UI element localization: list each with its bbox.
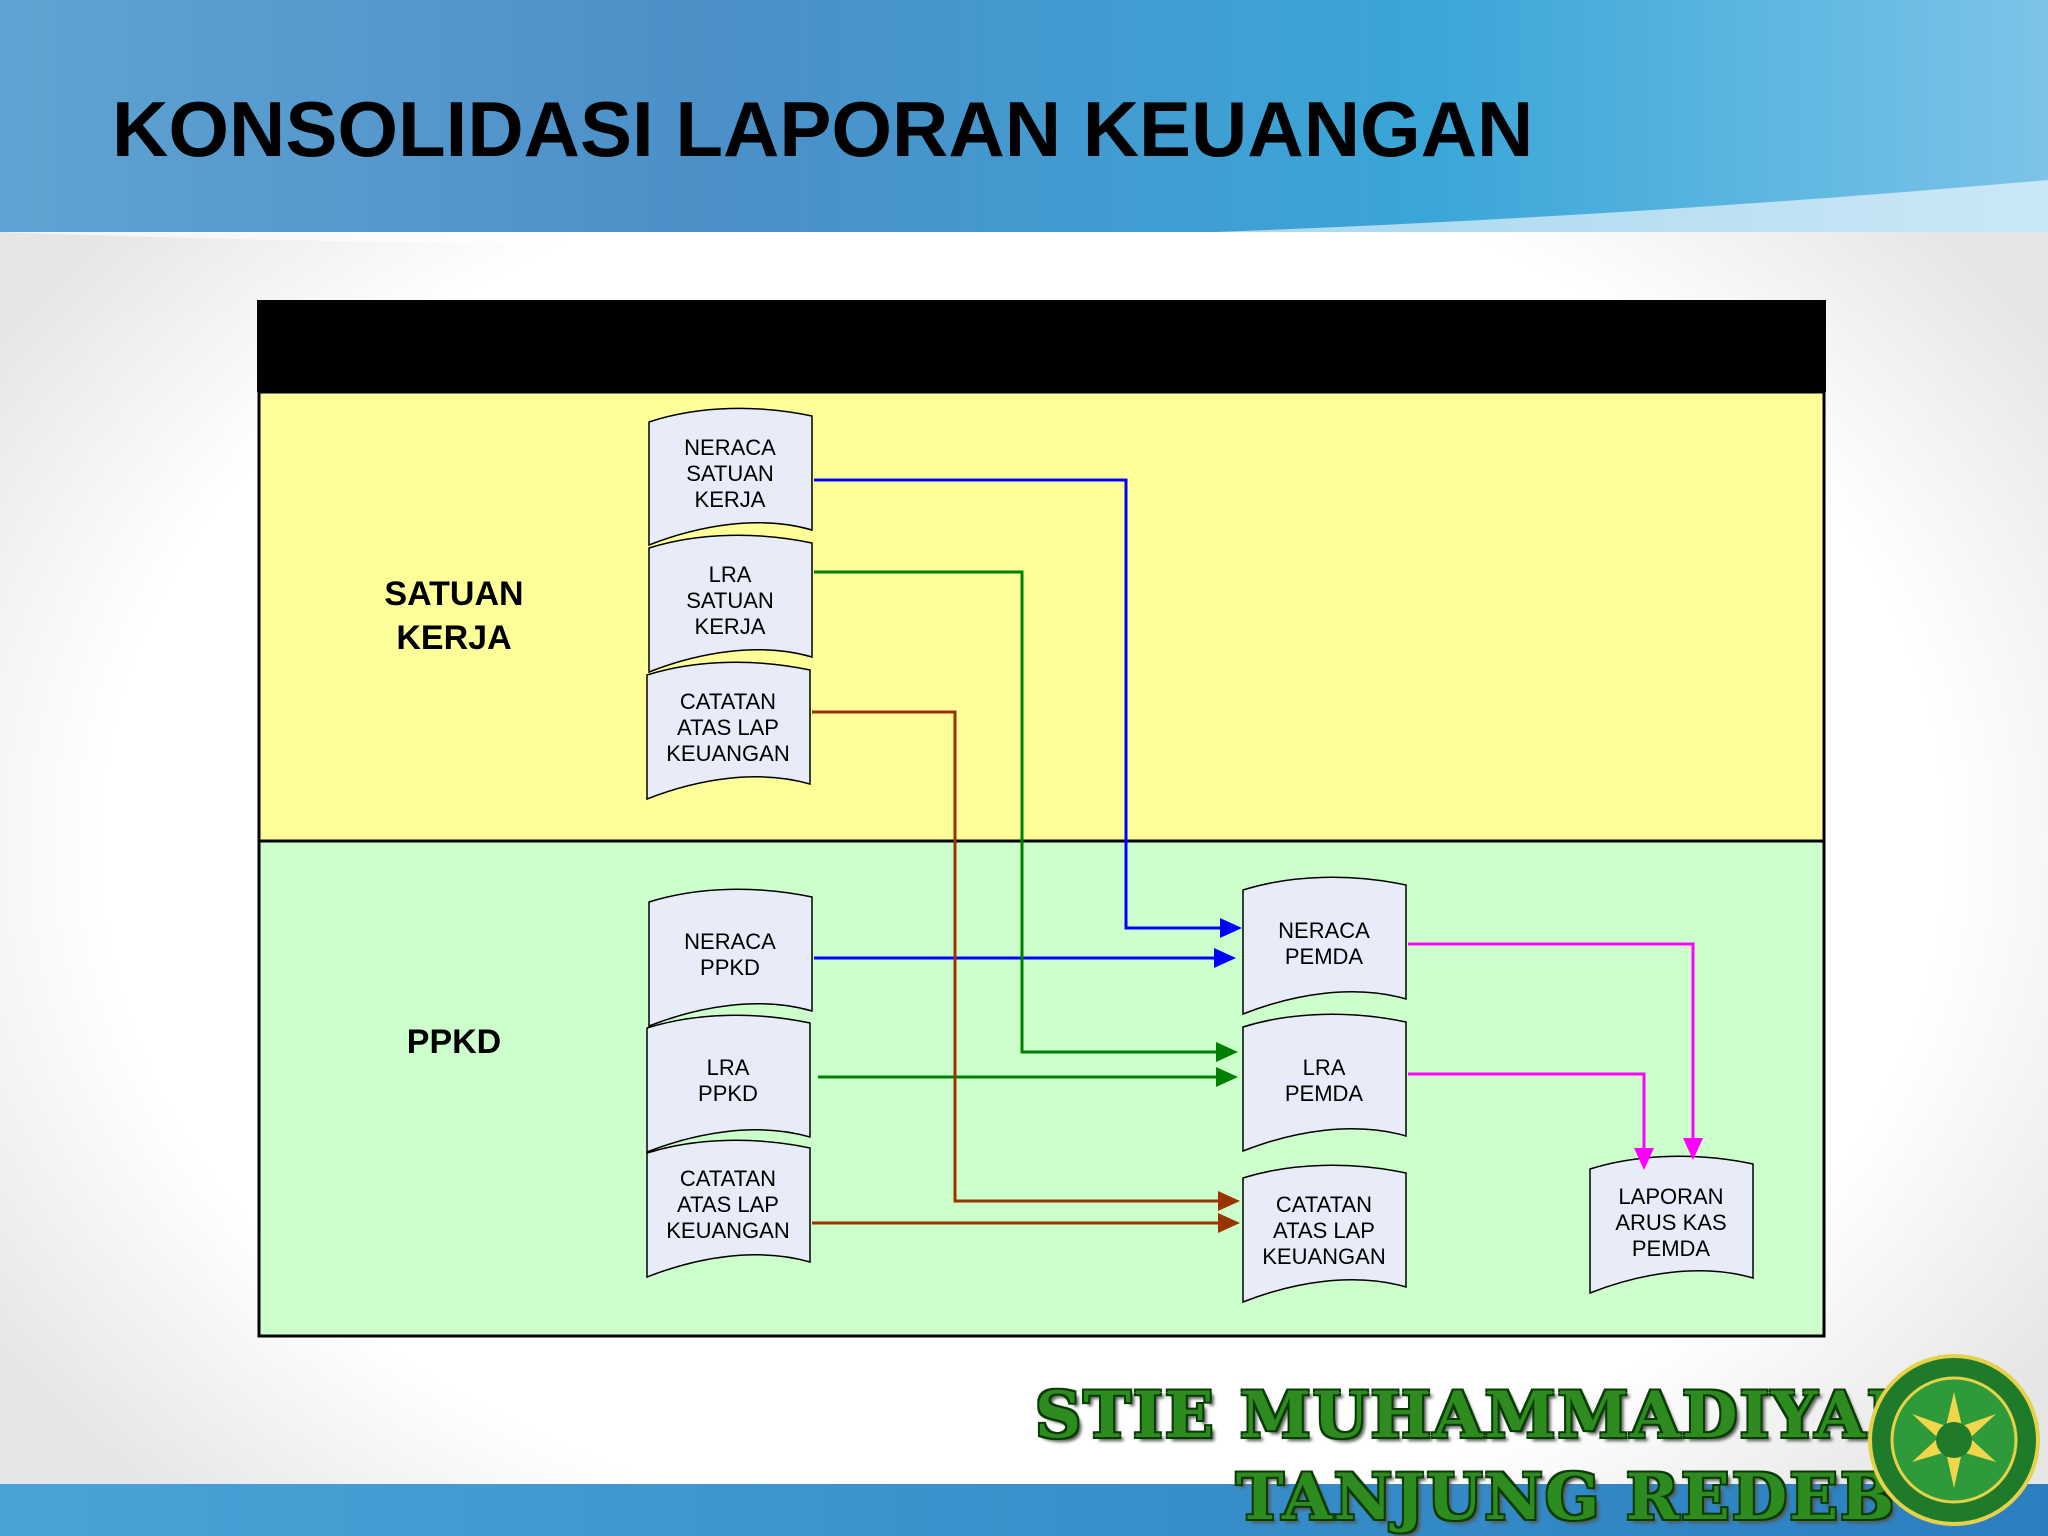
doc-lra-pemda xyxy=(1242,1013,1407,1153)
doc-calk-ppkd xyxy=(646,1139,811,1279)
doc-text-lra-ppkd: LRA PPKD xyxy=(698,1055,758,1106)
doc-text-neraca-satuan-kerja: NERACA SATUAN KERJA xyxy=(684,435,776,512)
doc-text-laporan-arus-kas-pemda: LAPORAN ARUS KAS PEMDA xyxy=(1615,1184,1727,1261)
flow-neraca xyxy=(814,478,1222,960)
doc-calk-pemda xyxy=(1242,1164,1407,1304)
doc-text-calk-satuan-kerja: CATATAN ATAS LAP KEUANGAN xyxy=(666,689,790,766)
slide-title: KONSOLIDASI LAPORAN KEUANGAN xyxy=(112,85,1534,173)
diagram-header-bar xyxy=(257,300,1826,392)
lane-ppkd xyxy=(257,839,1826,1338)
doc-lra-satuan-kerja xyxy=(648,534,813,674)
flow-lak xyxy=(1408,942,1695,1148)
doc-neraca-satuan-kerja xyxy=(648,407,813,547)
flow-calk xyxy=(812,710,1218,1225)
doc-lra-ppkd xyxy=(646,1014,811,1154)
doc-text-neraca-pemda: NERACA PEMDA xyxy=(1278,918,1370,969)
doc-text-calk-ppkd: CATATAN ATAS LAP KEUANGAN xyxy=(666,1166,790,1243)
doc-text-lra-pemda: LRA PEMDA xyxy=(1284,1055,1364,1106)
doc-text-lra-satuan-kerja: LRA SATUAN KERJA xyxy=(686,562,774,639)
institution-logo-icon xyxy=(1868,1354,2040,1526)
footer-institution-location: TANJUNG REDEB xyxy=(1236,1460,1897,1535)
flow-neraca-arrowheads xyxy=(1214,918,1242,968)
lane-satuan-kerja xyxy=(257,390,1826,843)
footer-institution-name: STIE MUHAMMADIYAH xyxy=(1035,1378,1930,1453)
doc-text-neraca-ppkd: NERACA PPKD xyxy=(684,929,776,980)
doc-neraca-pemda xyxy=(1242,876,1407,1016)
flow-lra xyxy=(814,570,1218,1079)
flow-calk-arrowheads xyxy=(1218,1191,1240,1233)
flow-lak-arrowheads xyxy=(1634,1138,1703,1170)
lane-label-ppkd: PPKD xyxy=(406,1023,502,1061)
doc-calk-satuan-kerja xyxy=(646,661,811,801)
lane-label-satuan-kerja: SATUAN KERJA xyxy=(384,575,524,657)
flow-lra-arrowheads xyxy=(1216,1042,1238,1087)
doc-neraca-ppkd xyxy=(648,888,813,1028)
doc-text-calk-pemda: CATATAN ATAS LAP KEUANGAN xyxy=(1262,1192,1386,1269)
